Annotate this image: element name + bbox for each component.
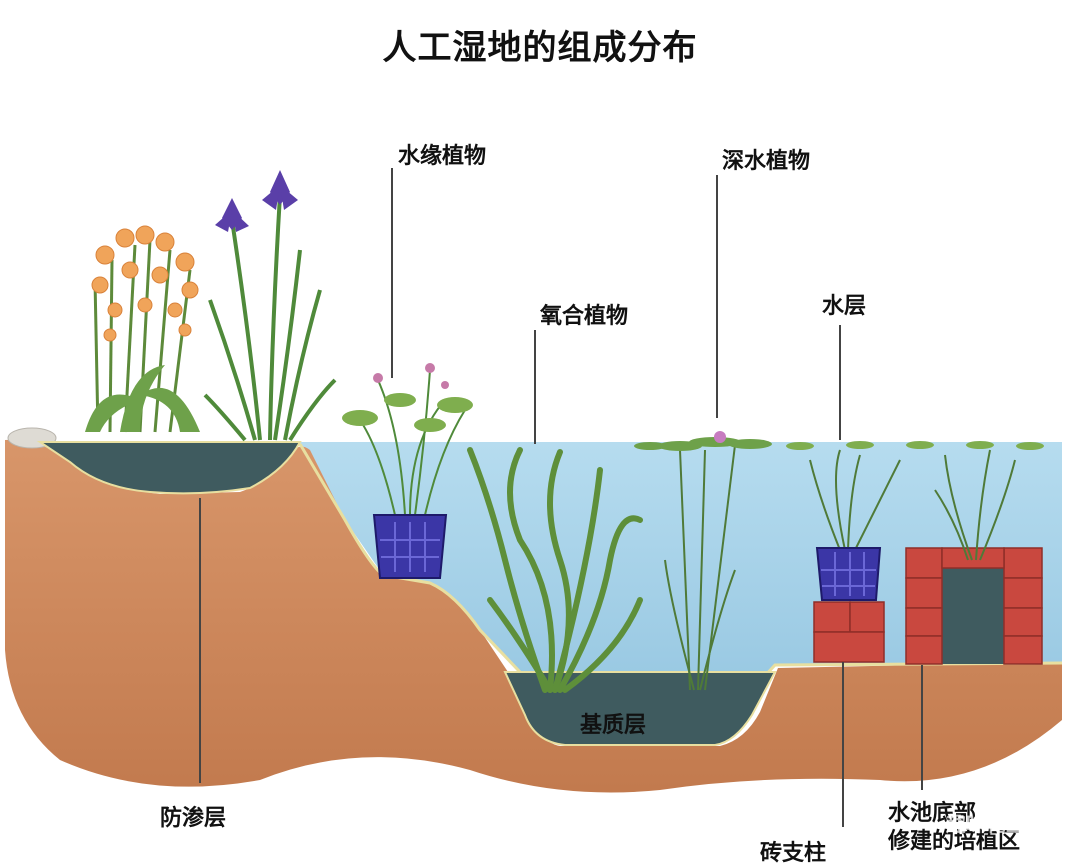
label-water-layer: 水层 (822, 294, 867, 319)
orange-flower-cluster (85, 225, 200, 433)
label-brick-pillar: 砖支柱 (760, 841, 827, 866)
deep-water-plant (634, 431, 772, 691)
diagram-title: 人工湿地的组成分布 (382, 28, 698, 68)
label-oxygenating-plants: 氧合植物 (540, 304, 629, 329)
watermark: 趣味化工 (946, 812, 1026, 836)
label-deep-water-plants: 深水植物 (722, 149, 811, 174)
brick-pillar (813, 601, 885, 663)
pond-liner-edge (298, 443, 1063, 692)
potted-plant-on-column (809, 449, 901, 551)
label-planting-zone-line2: 修建的培植区 (888, 829, 1021, 854)
plant-pot-2 (815, 547, 882, 601)
label-riparian-plants: 水缘植物 (398, 144, 487, 169)
leader-lines (199, 168, 923, 827)
label-planting-zone-line1: 水池底部 (888, 801, 977, 826)
substrate-basin (503, 671, 777, 746)
planting-zone (905, 449, 1043, 665)
oxygenating-plant (467, 447, 643, 693)
riparian-plant (342, 363, 473, 516)
plant-pot-1 (372, 514, 448, 579)
soil-layer (5, 439, 1062, 793)
label-impermeable-layer: 防渗层 (160, 806, 227, 831)
iris-plant (203, 170, 337, 442)
floating-leaves (786, 441, 1044, 450)
label-substrate-layer: 基质层 (580, 713, 647, 738)
upper-pond-liner (36, 441, 302, 495)
